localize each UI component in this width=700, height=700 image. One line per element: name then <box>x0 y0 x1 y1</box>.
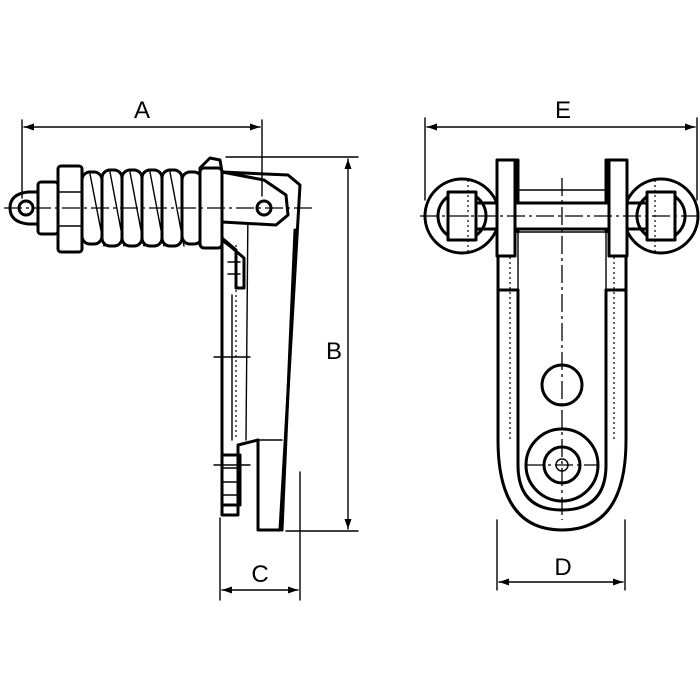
dimension-b-label: B <box>326 338 342 365</box>
dimension-e-label: E <box>555 97 571 124</box>
dimension-d: D <box>496 519 626 591</box>
upper-straps <box>495 158 629 258</box>
dimension-a: A <box>21 97 263 199</box>
dimension-b: B <box>225 156 359 532</box>
dimension-e: E <box>424 97 698 201</box>
dimension-a-label: A <box>134 97 150 124</box>
side-view: A B C <box>4 97 359 601</box>
clamp-body <box>213 170 302 532</box>
dimension-c: C <box>219 471 301 601</box>
dimension-d-label: D <box>554 554 571 581</box>
dimension-c-label: C <box>251 561 268 588</box>
latch-teeth <box>220 236 246 507</box>
front-view: E D <box>420 97 700 591</box>
